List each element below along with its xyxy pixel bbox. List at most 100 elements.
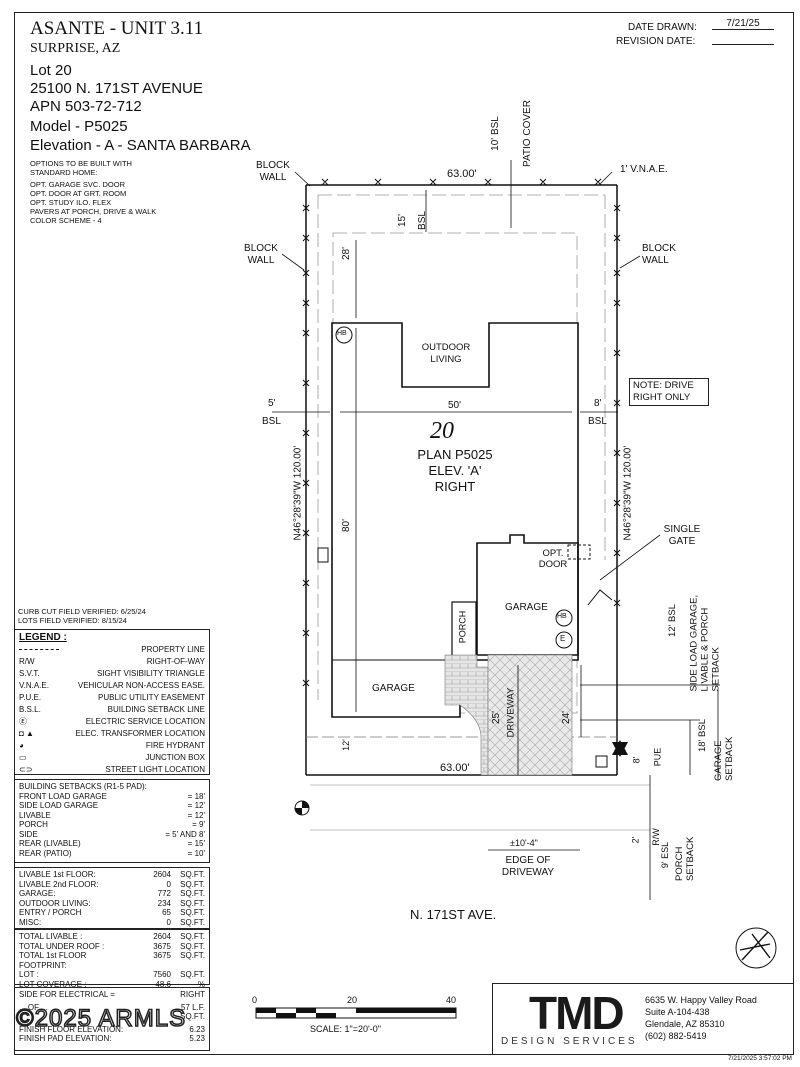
rw-dim: 2' <box>630 836 641 844</box>
front-setback-dim: 12' <box>340 739 351 751</box>
electrical-row: SIDE FOR ELECTRICAL =RIGHT <box>19 990 205 999</box>
porch-setback-label: PORCH SETBACK <box>674 836 696 881</box>
bottom-width-dim: 63.00' <box>440 762 470 774</box>
pue-label: PUE <box>652 747 663 767</box>
hb-label-rear: HB <box>337 330 347 337</box>
right-setback-dim: 8' <box>594 398 602 409</box>
legend-row: P.U.E.PUBLIC UTILITY EASEMENT <box>19 693 205 702</box>
company-logo: TMD <box>529 987 625 1039</box>
pue-dim: 8' <box>631 756 642 764</box>
scale-tick-40: 40 <box>446 995 457 1005</box>
scale-tick-20: 20 <box>347 995 358 1005</box>
electrical-row: SQ.FT. <box>180 1012 205 1021</box>
option-item: OPT. STUDY ILO. FLEX <box>30 198 112 207</box>
legend-row: ◕FIRE HYDRANT <box>19 741 205 750</box>
right-bsl-label: BSL <box>588 416 607 427</box>
transformer-box-symbol <box>595 755 608 768</box>
lot-number: 20 <box>430 418 454 444</box>
street-light-icon: ⊂⊃ <box>19 765 33 774</box>
total-row: LOT COVERAGE :48.6% <box>19 979 205 989</box>
options-title: OPTIONS TO BE BUILT WITH <box>30 159 132 168</box>
revision-date-value <box>712 34 774 45</box>
driveway-pavers <box>487 654 573 776</box>
drawing-frame <box>14 12 794 1055</box>
legend-row: B.S.L.BUILDING SETBACK LINE <box>19 705 205 714</box>
drive-note: NOTE: DRIVE RIGHT ONLY <box>629 378 709 406</box>
house-width-dim: 50' <box>448 400 462 411</box>
leader-lines <box>281 171 661 581</box>
setback-row: LIVABLE= 12' <box>19 810 205 820</box>
legend-row: ⊂⊃STREET LIGHT LOCATION <box>19 765 205 774</box>
city-label: SURPRISE, AZ <box>30 41 121 56</box>
setback-row: REAR (PATIO)= 10' <box>19 848 205 858</box>
lots-verified: LOTS FIELD VERIFIED: 8/15/24 <box>18 616 127 625</box>
block-wall-marks <box>302 178 621 687</box>
opt-door-symbol <box>567 544 591 560</box>
legend-row: ◘ ▲ELEC. TRANSFORMER LOCATION <box>19 729 205 738</box>
garage-label: GARAGE <box>505 602 548 613</box>
scale-tick-0: 0 <box>252 995 258 1005</box>
fire-hydrant-icon: ◕ <box>19 741 24 750</box>
esl-label: 9' ESL <box>660 841 671 869</box>
garage-setback-label: GARAGE SETBACK <box>713 736 735 781</box>
driveway-length-dim: 25' <box>491 710 503 725</box>
electrical-row: FINISH PAD ELEVATION:5.23 <box>19 1034 205 1043</box>
project-title: ASANTE - UNIT 3.11 <box>30 18 204 39</box>
outdoor-living-label: OUTDOOR LIVING <box>421 342 471 365</box>
patio-cover-label: PATIO COVER <box>521 100 533 167</box>
legend-row: ▭JUNCTION BOX <box>19 753 205 762</box>
transformer-triangle-symbol <box>612 742 628 757</box>
setback-row: REAR (LIVABLE)= 15' <box>19 839 205 848</box>
watermark: ©2025 ARMLS <box>15 1004 187 1033</box>
block-wall-label-top: BLOCK WALL <box>256 160 290 183</box>
setbacks-table: BUILDING SETBACKS (R1-5 PAD): FRONT LOAD… <box>14 779 210 863</box>
street-name: N. 171ST AVE. <box>410 907 497 922</box>
curb-cut-verified: CURB CUT FIELD VERIFIED: 6/25/24 <box>18 607 146 616</box>
opt-door-label: OPT. DOOR <box>538 548 568 570</box>
e-label: E <box>560 634 566 643</box>
date-drawn-value: 7/21/25 <box>712 18 774 30</box>
hb-label-garage: HB <box>557 613 567 620</box>
lot-label: Lot 20 <box>30 62 72 79</box>
hose-bib-rear-symbol <box>335 326 353 344</box>
side-bsl-label: 12' BSL <box>666 604 678 637</box>
plan-label-block: PLAN P5025 ELEV. 'A' RIGHT <box>400 447 510 495</box>
setback-row: PORCH= 9' <box>19 820 205 829</box>
timestamp: 7/21/2025 3:57:02 PM <box>728 1055 792 1062</box>
driveway-label: DRIVEWAY <box>505 687 517 738</box>
options-subtitle: STANDARD HOME: <box>30 168 98 177</box>
company-block: TMD DESIGN SERVICES 6635 W. Happy Valley… <box>492 983 794 1055</box>
legend-row: S.V.T.SIGHT VISIBILITY TRIANGLE <box>19 669 205 678</box>
plan-name: PLAN P5025 <box>417 447 493 462</box>
edge-of-driveway-label: EDGE OF DRIVEWAY <box>501 855 555 878</box>
elevation-label: Elevation - A - SANTA BARBARA <box>30 137 251 154</box>
block-wall-label-left: BLOCK WALL <box>244 243 278 266</box>
electrical-row: FINISH FLOOR ELEVATION:6.23 <box>19 1024 205 1034</box>
setback-row: SIDE= 5' AND 8' <box>19 829 205 839</box>
options-block: OPTIONS TO BE BUILT WITH STANDARD HOME: … <box>30 159 156 225</box>
scale-bar <box>255 1007 457 1019</box>
top-width-dim: 63.00' <box>447 168 477 180</box>
vnae-label: 1' V.N.A.E. <box>620 164 668 175</box>
plan-hand: RIGHT <box>434 479 476 494</box>
garage-bsl-label: 18' BSL <box>696 719 708 752</box>
transformer-icon: ◘ ▲ <box>19 729 34 738</box>
setback-row: SIDE LOAD GARAGE= 12' <box>19 801 205 810</box>
rear-bsl-dim: 15' <box>397 213 409 228</box>
patio-bsl-label: 10' BSL <box>489 116 501 151</box>
electrical-row: ... OF ...57 L.F. <box>19 1002 205 1012</box>
hose-bib-garage-symbol <box>555 609 573 627</box>
electric-service-symbol <box>555 631 573 649</box>
apn-label: APN 503-72-712 <box>30 98 142 115</box>
